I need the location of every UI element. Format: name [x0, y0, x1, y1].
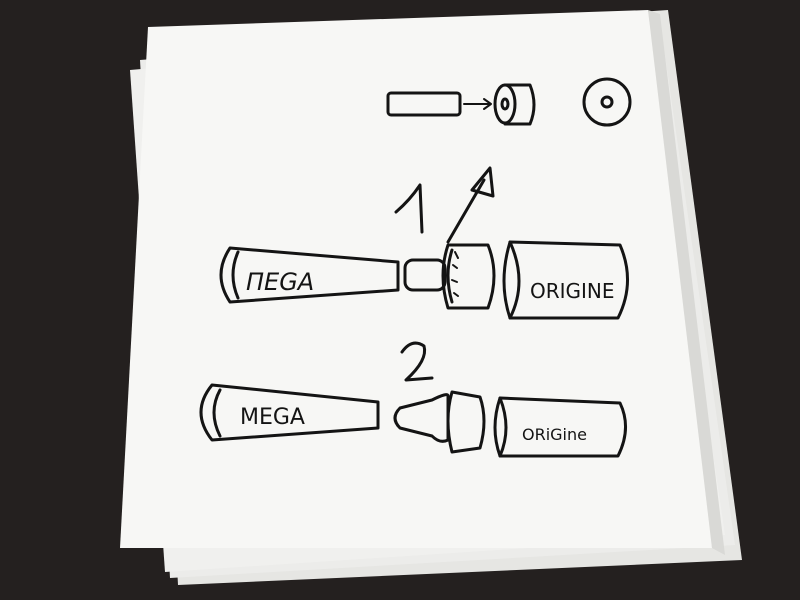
row1-collar	[441, 243, 496, 310]
sketch-drawing	[199, 77, 632, 458]
row1-mega-body	[219, 246, 400, 304]
small-rod	[386, 91, 462, 117]
row1-right-label: ORIGINE	[530, 279, 615, 303]
step-2-mark	[400, 341, 434, 382]
row2-right-label: ORiGine	[522, 425, 587, 444]
row2-mega-body	[199, 383, 380, 442]
row1-left-label: ΠEGA	[246, 268, 314, 296]
row1-neck	[403, 258, 447, 292]
row1-origine-cap	[508, 240, 630, 320]
row2-collar	[446, 390, 486, 454]
paper-sheet	[120, 10, 712, 548]
step-1-mark	[394, 183, 424, 234]
paper-sheet-shadow-edge	[648, 10, 725, 555]
ring-front-view	[582, 77, 632, 127]
row2-nozzle	[393, 393, 450, 443]
row2-left-label: MEGA	[240, 405, 305, 430]
row2-origine-cap	[498, 396, 627, 458]
small-cylinder	[503, 83, 536, 126]
